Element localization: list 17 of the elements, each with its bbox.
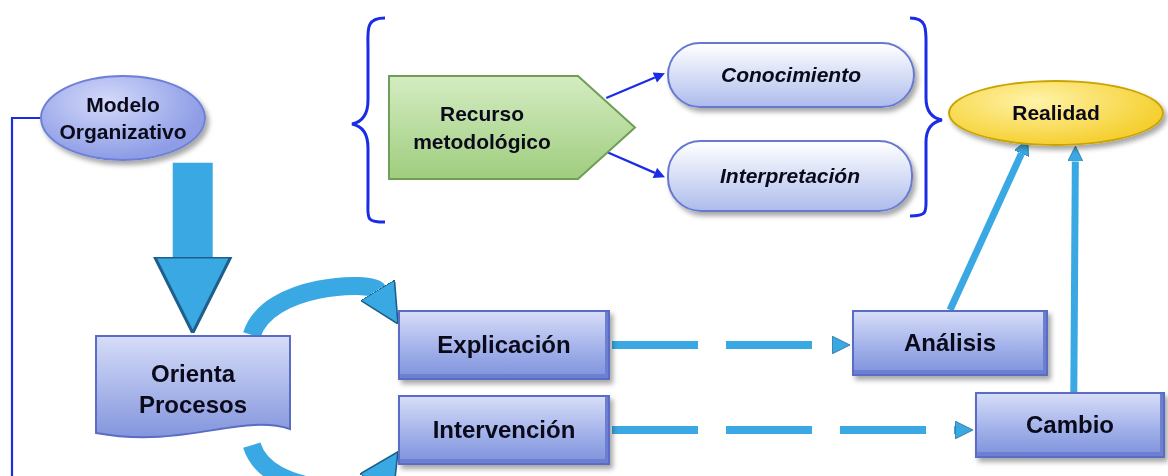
- process-box: [398, 310, 610, 380]
- node-label: Intervención: [431, 415, 577, 446]
- node-label: Análisis: [902, 328, 997, 359]
- process-box: [398, 395, 610, 465]
- node-label: Explicación: [436, 330, 572, 361]
- process-box: [852, 310, 1048, 376]
- node-label: Recurso metodológico: [412, 101, 552, 155]
- pill-box: [667, 140, 913, 212]
- node-label: Conocimiento: [720, 62, 862, 89]
- node-label: Cambio: [1025, 410, 1115, 441]
- pill-box: [667, 42, 915, 108]
- node-label: Interpretación: [719, 163, 861, 190]
- node-label: Orienta Procesos: [137, 358, 249, 420]
- node-label: Realidad: [1011, 100, 1101, 127]
- process-box: [975, 392, 1165, 458]
- pentagon-arrow-box: [388, 75, 636, 180]
- node-label: Modelo Organizativo: [58, 91, 188, 145]
